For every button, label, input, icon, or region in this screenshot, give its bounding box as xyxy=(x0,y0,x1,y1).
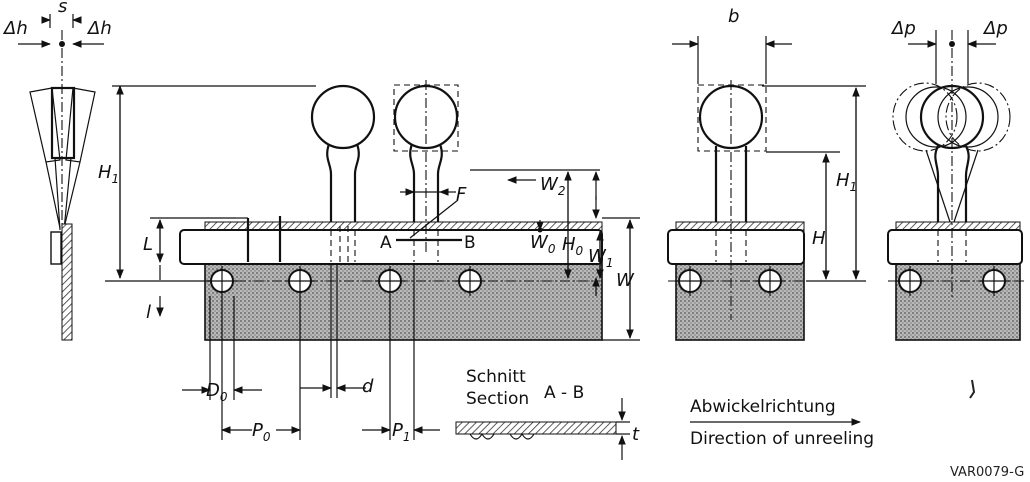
front-view-tilt: Δp Δp xyxy=(887,18,1026,341)
dim-delta-h-right: Δh xyxy=(86,18,112,39)
stray-mark xyxy=(969,379,976,399)
dim-p1: P1 xyxy=(392,420,411,444)
dim-d0: D0 xyxy=(206,380,228,404)
dim-delta-p-left: Δp xyxy=(890,18,916,39)
unreeling-direction: Abwickelrichtung Direction of unreeling xyxy=(690,397,874,449)
dim-h0: H0 xyxy=(562,234,584,258)
front-view: A B H1 L l F W2 W0 H0 xyxy=(98,80,640,444)
section-name: A - B xyxy=(544,383,584,403)
dim-l-upper: L xyxy=(143,234,153,255)
dim-w: W xyxy=(616,270,635,291)
dim-h1-right: H1 xyxy=(836,170,857,194)
dim-p0: P0 xyxy=(252,420,271,444)
dim-b: b xyxy=(728,6,739,27)
dim-d: d xyxy=(362,376,374,397)
dim-h1: H1 xyxy=(98,162,119,186)
section-a-b: Schnitt Section A - B t xyxy=(455,367,640,460)
section-title-en: Section xyxy=(466,389,529,409)
dim-l-lower: l xyxy=(146,302,151,323)
drawing-reference: VAR0079-G xyxy=(950,465,1024,480)
side-view-tilt: s Δh Δh xyxy=(2,0,112,341)
dim-w2: W2 xyxy=(540,174,565,198)
front-view-dimensions: b H H1 xyxy=(667,6,866,341)
dim-w0: W0 xyxy=(530,232,556,256)
section-title-de: Schnitt xyxy=(466,367,526,387)
dim-t: t xyxy=(632,424,640,445)
dim-h: H xyxy=(812,228,826,249)
dim-s: s xyxy=(58,0,67,17)
direction-en: Direction of unreeling xyxy=(690,429,874,449)
dim-f: F xyxy=(456,184,467,205)
direction-de: Abwickelrichtung xyxy=(690,397,836,417)
section-mark-b: B xyxy=(464,233,476,253)
dim-delta-p-right: Δp xyxy=(982,18,1008,39)
dim-w1: W1 xyxy=(588,246,613,270)
section-mark-a: A xyxy=(380,233,392,253)
dim-delta-h-left: Δh xyxy=(2,18,28,39)
